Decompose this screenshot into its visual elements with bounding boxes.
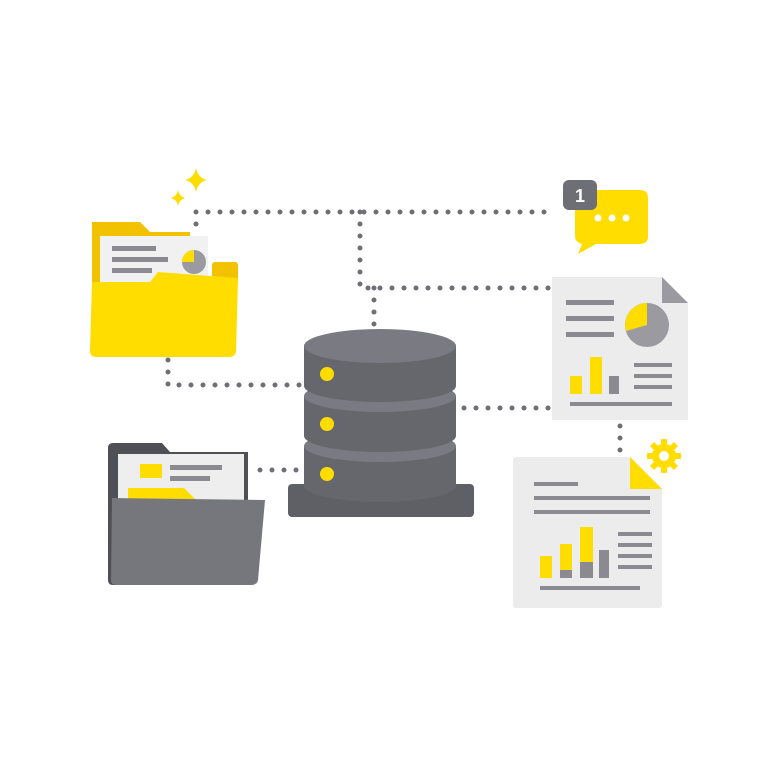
report-document-icon[interactable] bbox=[552, 277, 688, 420]
sparkle-icon bbox=[171, 168, 207, 206]
yellow-folder-icon bbox=[90, 222, 238, 357]
connector-lines bbox=[165, 209, 623, 473]
chat-notification-icon[interactable]: 1 bbox=[563, 180, 648, 254]
notification-badge bbox=[563, 180, 597, 210]
database-icon[interactable] bbox=[288, 329, 474, 517]
notification-count: 1 bbox=[575, 186, 585, 206]
connector-yellow-folder-to-database bbox=[165, 357, 303, 388]
analytics-document-icon[interactable] bbox=[513, 457, 662, 608]
connector-folder-to-chat bbox=[193, 209, 559, 227]
status-light bbox=[320, 417, 334, 431]
status-light bbox=[320, 467, 334, 481]
status-light bbox=[320, 367, 334, 381]
connector-top-to-report bbox=[357, 209, 553, 291]
gear-icon[interactable] bbox=[647, 439, 681, 473]
dark-folder-icon bbox=[108, 443, 265, 585]
